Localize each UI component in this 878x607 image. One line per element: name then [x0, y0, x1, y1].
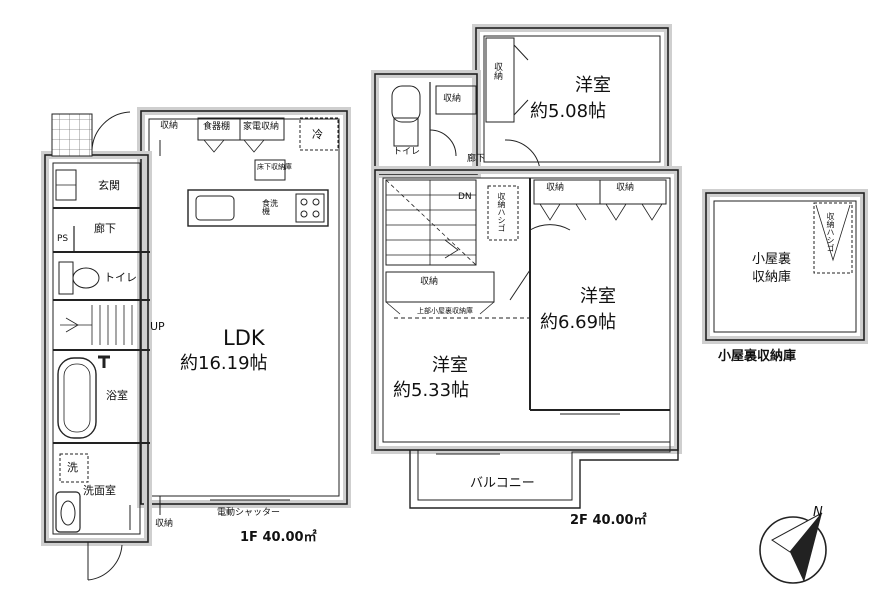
- room-a-name: 洋室: [575, 75, 611, 96]
- ldk-area: 約16.19帖: [180, 353, 268, 374]
- floor1-label: 1F 40.00㎡: [240, 530, 317, 545]
- shutter-label: 電動シャッター: [217, 508, 281, 518]
- balcony-label: バルコニー: [470, 476, 535, 491]
- floor2-label: 2F 40.00㎡: [570, 513, 647, 528]
- hall-2f-label: 廊下: [467, 154, 486, 164]
- attic-walls: [702, 189, 868, 344]
- washroom-label: 洗面室: [83, 484, 116, 497]
- storage-b2-label: 収納: [616, 183, 635, 193]
- attic-title: 小屋裏収納庫: [718, 349, 797, 364]
- compass-north-label: N: [813, 505, 823, 520]
- floor1-walls: [41, 107, 351, 581]
- attic-ladder-label: 収納ハシゴ: [826, 212, 835, 252]
- room-a-area: 約5.08帖: [530, 101, 607, 122]
- pantry-label: 食器棚: [203, 122, 231, 132]
- ldk-name: LDK: [223, 326, 265, 350]
- ps-label: PS: [57, 234, 69, 244]
- wash-symbol: 洗: [67, 461, 78, 474]
- appliance-label: 家電収納: [243, 122, 280, 132]
- entrance-label: 玄関: [98, 179, 120, 192]
- dishwasher-label: 食洗機: [262, 199, 278, 216]
- room-c-name: 洋室: [432, 355, 468, 376]
- room-b-area: 約6.69帖: [540, 312, 617, 333]
- fridge-label: 冷: [312, 128, 323, 141]
- compass-rose: [759, 512, 827, 584]
- storage-top-label: 収納: [160, 121, 179, 131]
- stair-up-label: UP: [150, 320, 165, 333]
- attic-room-line1: 小屋裏: [752, 252, 792, 267]
- floor2-walls: [371, 24, 682, 509]
- storage-toilet-label: 収納: [443, 94, 462, 104]
- toilet-1f-label: トイレ: [104, 271, 137, 284]
- toilet-2f-label: トイレ: [393, 147, 421, 157]
- attic-note-label: 上部小屋裏収納庫: [417, 307, 473, 315]
- closet-vertical-label: 収納: [492, 62, 502, 80]
- storage-c-label: 収納: [420, 277, 439, 287]
- ladder-2f-label: 収納ハシゴ: [497, 192, 506, 232]
- attic-room-line2: 収納庫: [752, 270, 792, 285]
- room-c-area: 約5.33帖: [393, 380, 470, 401]
- under-floor-label: 床下収納庫: [257, 163, 292, 171]
- bath-label: 浴室: [106, 389, 128, 402]
- storage-bottom-label: 収納: [155, 519, 174, 529]
- stair-down-label: DN: [458, 192, 472, 202]
- room-b-name: 洋室: [580, 286, 616, 307]
- hall-1f-label: 廊下: [94, 222, 116, 235]
- storage-b1-label: 収納: [546, 183, 565, 193]
